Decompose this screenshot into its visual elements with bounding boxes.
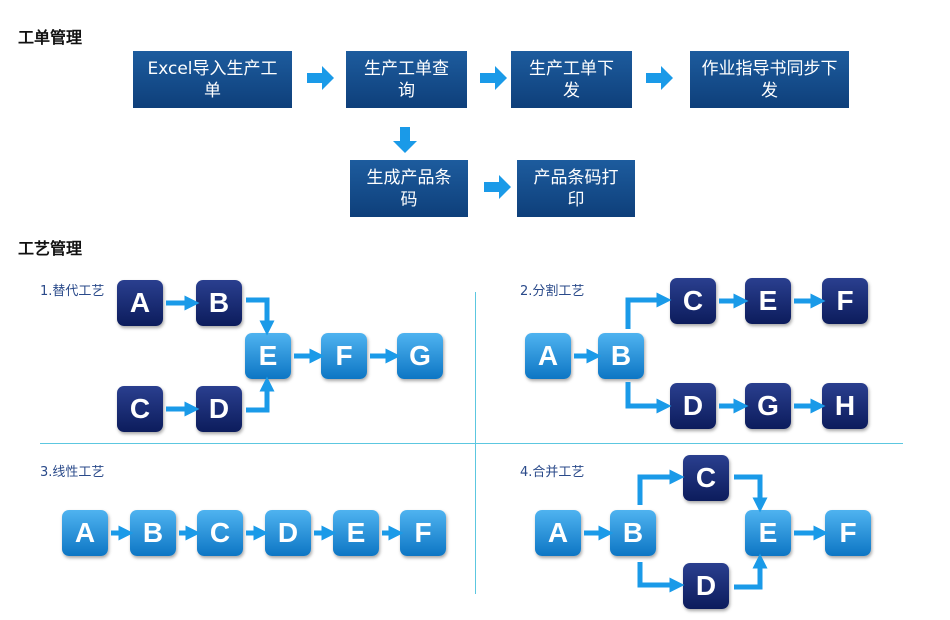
excel-import-label: Excel导入生产工单 bbox=[147, 58, 278, 101]
arrow-merge-b-d bbox=[637, 562, 685, 593]
vertical-divider bbox=[475, 292, 476, 594]
block-arrow-gen-to-print bbox=[484, 175, 511, 199]
arrow-merge-b-c bbox=[637, 469, 685, 505]
merge-tile-b: B bbox=[610, 510, 656, 556]
linear-tile-a: A bbox=[62, 510, 108, 556]
substitute-process-title: 1.替代工艺 bbox=[40, 284, 105, 299]
block-arrow-query-to-barcode bbox=[393, 127, 417, 153]
split-tile-h: H bbox=[822, 383, 868, 429]
horizontal-divider bbox=[40, 443, 903, 444]
workorder-issue-label: 生产工单下发 bbox=[529, 58, 614, 101]
linear-tile-d: D bbox=[265, 510, 311, 556]
excel-import-box: Excel导入生产工单 bbox=[133, 51, 292, 108]
generate-barcode-label: 生成产品条码 bbox=[366, 167, 452, 210]
arrow-merge-c-e bbox=[734, 474, 768, 513]
substitute-tile-g: G bbox=[397, 333, 443, 379]
merge-tile-e: E bbox=[745, 510, 791, 556]
arrow-merge-d-e bbox=[734, 553, 768, 590]
split-process-title: 2.分割工艺 bbox=[520, 284, 585, 299]
split-tile-a: A bbox=[525, 333, 571, 379]
linear-tile-b: B bbox=[130, 510, 176, 556]
instruction-sync-box: 作业指导书同步下发 bbox=[690, 51, 849, 108]
workorder-query-box: 生产工单查询 bbox=[346, 51, 467, 108]
workorder-query-label: 生产工单查询 bbox=[364, 58, 449, 101]
split-tile-g: G bbox=[745, 383, 791, 429]
substitute-tile-c: C bbox=[117, 386, 163, 432]
merge-tile-a: A bbox=[535, 510, 581, 556]
split-tile-b: B bbox=[598, 333, 644, 379]
arrow-sub-b-e bbox=[246, 297, 275, 336]
workorder-issue-box: 生产工单下发 bbox=[511, 51, 632, 108]
linear-tile-e: E bbox=[333, 510, 379, 556]
workorder-section-title: 工单管理 bbox=[18, 28, 83, 47]
merge-process-title: 4.合并工艺 bbox=[520, 465, 585, 480]
split-tile-f: F bbox=[822, 278, 868, 324]
block-arrow-excel-to-query bbox=[307, 66, 334, 90]
split-tile-c: C bbox=[670, 278, 716, 324]
substitute-tile-a: A bbox=[117, 280, 163, 326]
substitute-tile-e: E bbox=[245, 333, 291, 379]
generate-barcode-box: 生成产品条码 bbox=[350, 160, 468, 217]
arrow-sub-d-e bbox=[246, 376, 275, 413]
merge-tile-c: C bbox=[683, 455, 729, 501]
split-tile-e: E bbox=[745, 278, 791, 324]
print-barcode-label: 产品条码打印 bbox=[533, 167, 619, 210]
merge-tile-f: F bbox=[825, 510, 871, 556]
substitute-tile-d: D bbox=[196, 386, 242, 432]
merge-tile-d: D bbox=[683, 563, 729, 609]
process-section-title: 工艺管理 bbox=[18, 239, 83, 258]
print-barcode-box: 产品条码打印 bbox=[517, 160, 635, 217]
linear-tile-f: F bbox=[400, 510, 446, 556]
substitute-tile-b: B bbox=[196, 280, 242, 326]
arrow-split-b-c bbox=[625, 292, 672, 329]
instruction-sync-label: 作业指导书同步下发 bbox=[701, 58, 838, 101]
linear-process-title: 3.线性工艺 bbox=[40, 465, 105, 480]
linear-tile-c: C bbox=[197, 510, 243, 556]
block-arrow-query-to-issue bbox=[480, 66, 507, 90]
split-tile-d: D bbox=[670, 383, 716, 429]
arrow-split-b-d bbox=[625, 382, 672, 414]
substitute-tile-f: F bbox=[321, 333, 367, 379]
block-arrow-issue-to-sync bbox=[646, 66, 673, 90]
